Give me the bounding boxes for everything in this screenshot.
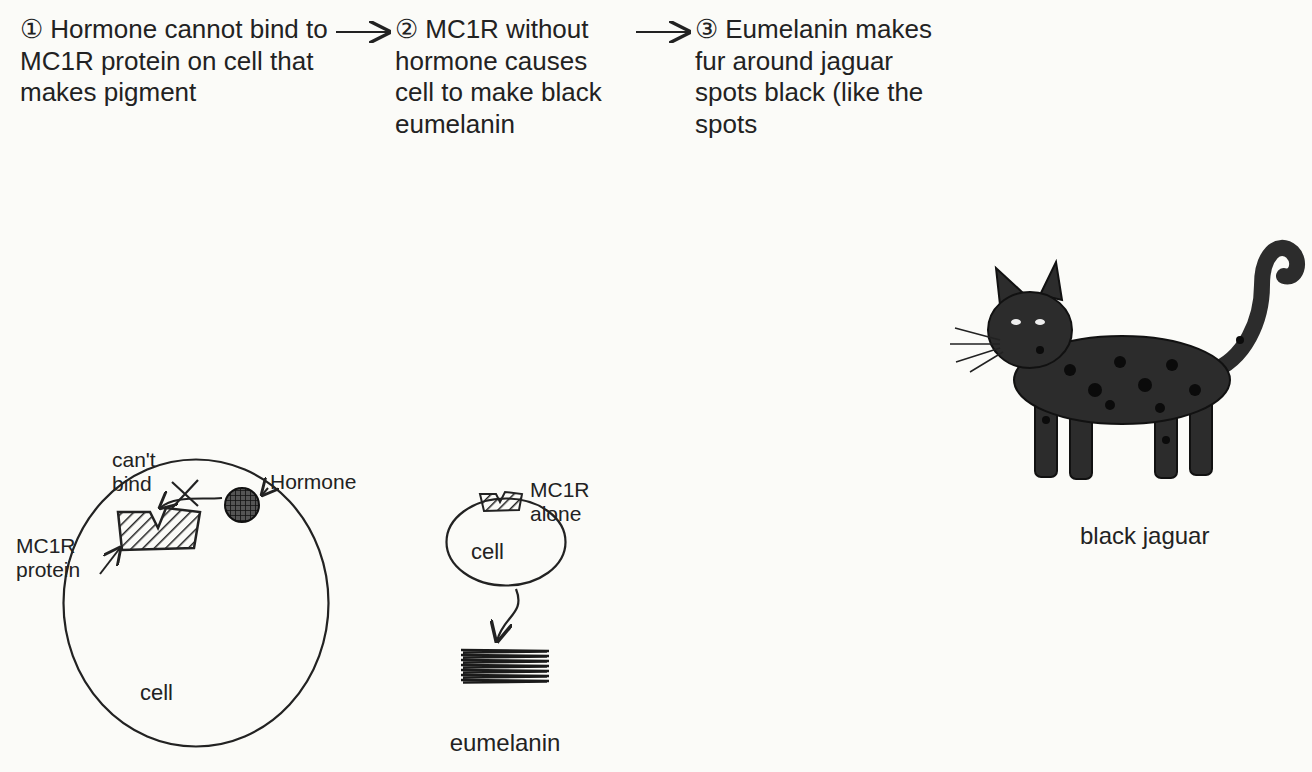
cross-mark — [172, 480, 198, 508]
mc1r-protein — [118, 508, 200, 550]
leader-line — [100, 548, 120, 574]
annotation: Hormone — [270, 470, 380, 494]
pigment-scribble — [457, 645, 553, 687]
step-text: ① Hormone cannot bind to MC1R protein on… — [20, 14, 330, 109]
annotation: MC1R alone — [530, 478, 610, 526]
eumelanin-pigment: eumelanin — [440, 645, 570, 757]
annotation: MC1R protein — [16, 534, 106, 582]
blocked-arrow — [160, 498, 222, 508]
leader-line — [262, 488, 268, 495]
cell-label: cell — [140, 680, 173, 706]
cell-circle: cell — [62, 458, 330, 748]
flow-arrow — [636, 31, 689, 33]
step-description: ③ Eumelanin makes fur around jaguar spot… — [695, 14, 950, 141]
pigment-label: eumelanin — [450, 729, 561, 757]
jaguar-face — [950, 319, 1045, 372]
flow-arrow — [336, 31, 389, 33]
caption-label: black jaguar — [1080, 522, 1240, 550]
jaguar-spots — [1036, 336, 1244, 444]
annotation: can't bind — [112, 448, 174, 496]
step-text: ② MC1R without hormone causes cell to ma… — [395, 14, 630, 141]
hormone-symbol — [225, 488, 259, 522]
flow-arrow — [497, 589, 518, 641]
step-description: ① Hormone cannot bind to MC1R protein on… — [20, 14, 330, 109]
cell-outline — [62, 458, 330, 748]
step-description: ② MC1R without hormone causes cell to ma… — [395, 14, 630, 141]
black-jaguar — [988, 248, 1297, 479]
cell-label: cell — [471, 539, 504, 565]
step-text: ③ Eumelanin makes fur around jaguar spot… — [695, 14, 950, 141]
